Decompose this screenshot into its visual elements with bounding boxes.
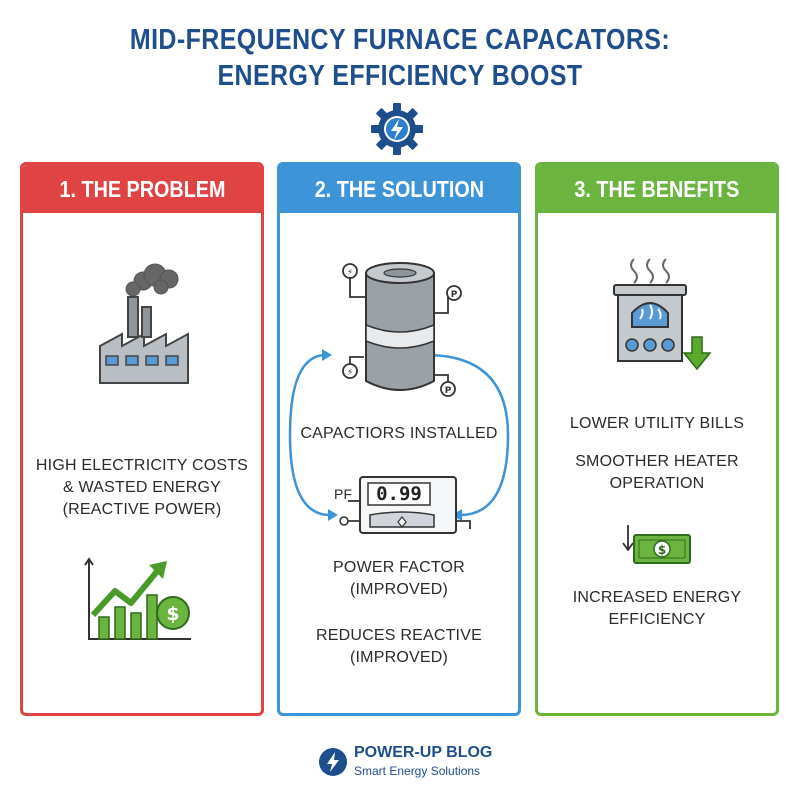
svg-text:P: P (445, 386, 452, 396)
svg-text:$: $ (658, 543, 666, 557)
problem-text-line-2: & WASTED ENERGY (63, 479, 221, 496)
pf-label: PF (334, 486, 353, 502)
problem-text: HIGH ELECTRICITY COSTS & WASTED ENERGY (… (23, 455, 261, 521)
power-factor-value: 0.99 (376, 483, 422, 505)
lower-utility-bills-text: LOWER UTILITY BILLS (569, 415, 745, 432)
pf-text-line-1: POWER FACTOR (333, 559, 465, 576)
problem-header: 1. THE PROBLEM (23, 165, 261, 213)
solution-header: 2. THE SOLUTION (280, 165, 518, 213)
furnace-icon (613, 258, 712, 371)
footer-tagline: Smart Energy Solutions (354, 764, 481, 778)
increased-efficiency-line-1: INCREASED ENERGY (572, 589, 742, 606)
power-up-logo-icon (319, 748, 347, 776)
problem-text-line-3: (REACTIVE POWER) (62, 501, 222, 518)
reactive-text-line-1: REDUCES REACTIVE (316, 627, 482, 644)
reactive-text-line-2: (IMPROVED) (350, 649, 448, 666)
factory-icon (99, 263, 189, 384)
problem-panel: 1. THE PROBLEM HIGH ELECTRICITY COSTS & … (20, 162, 264, 716)
capacitor-icon: ⚡ P ⚡ P (342, 262, 462, 397)
svg-text:⚡: ⚡ (347, 268, 353, 278)
power-factor-text: POWER FACTOR (IMPROVED) (280, 557, 518, 601)
svg-text:⚡: ⚡ (347, 368, 353, 378)
benefits-header: 3. THE BENEFITS (538, 165, 776, 213)
title-line-2: ENERGY EFFICIENCY BOOST (217, 60, 583, 92)
title-line-1: MID-FREQUENCY FURNACE CAPACATORS: (129, 24, 671, 56)
rising-costs-chart-icon: $ (84, 557, 191, 640)
solution-panel: 2. THE SOLUTION ⚡ P ⚡ P (277, 162, 521, 716)
gear-lightning-icon (371, 103, 423, 155)
reduces-reactive-text: REDUCES REACTIVE (IMPROVED) (280, 625, 518, 669)
svg-text:$: $ (166, 603, 179, 625)
pf-text-line-2: (IMPROVED) (350, 581, 448, 598)
increased-efficiency-line-2: EFFICIENCY (608, 611, 706, 628)
capacitors-installed-label: CAPACTIORS INSTALLED (300, 425, 498, 442)
power-factor-meter-icon (339, 476, 471, 534)
smoother-heater-text: SMOOTHER HEATER OPERATION (538, 451, 776, 495)
smoother-heater-line-2: OPERATION (609, 475, 705, 492)
page-title: MID-FREQUENCY FURNACE CAPACATORS: ENERGY… (56, 22, 744, 94)
footer-brand-name: POWER-UP BLOG (354, 744, 493, 761)
increased-efficiency-text: INCREASED ENERGY EFFICIENCY (538, 587, 776, 631)
problem-text-line-1: HIGH ELECTRICITY COSTS (35, 457, 249, 474)
benefits-panel: 3. THE BENEFITS LOWER UTILITY BILLS SMOO… (535, 162, 779, 716)
svg-text:P: P (451, 290, 458, 300)
smoother-heater-line-1: SMOOTHER HEATER (575, 453, 739, 470)
money-down-icon: $ (622, 525, 691, 564)
